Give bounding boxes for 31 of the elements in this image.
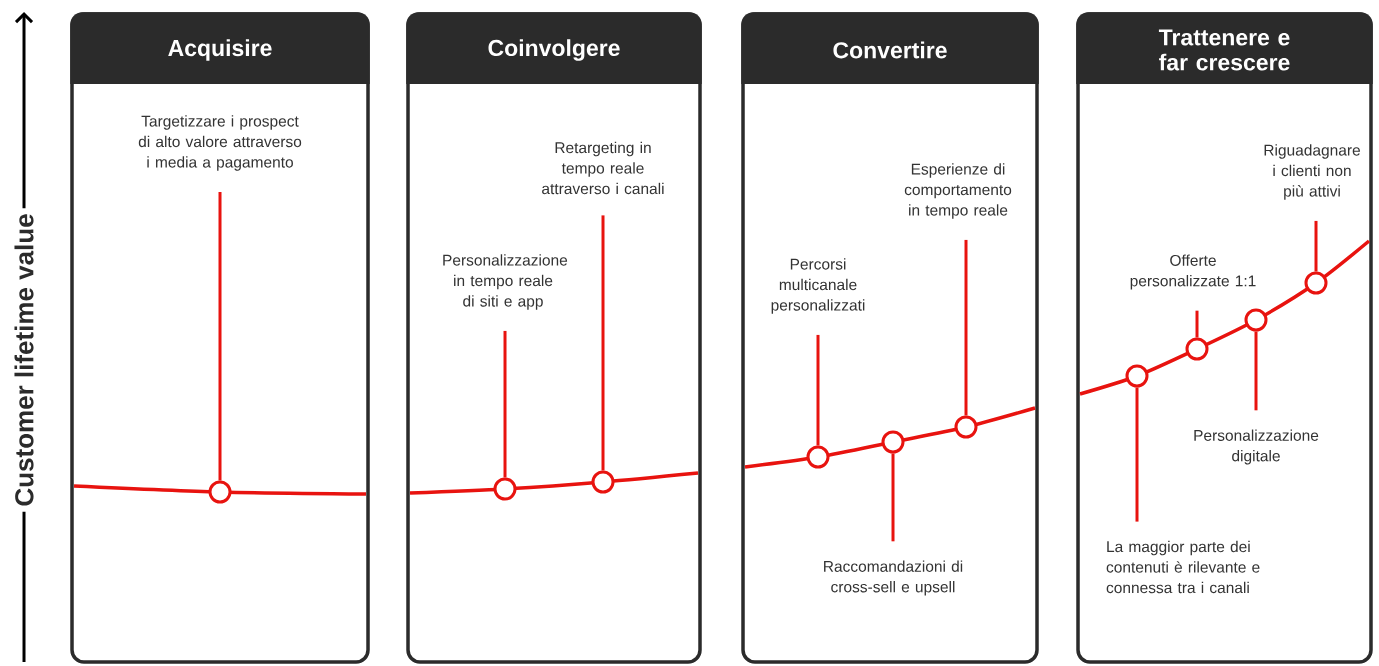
- leader-line: [1314, 220, 1318, 272]
- leader-line: [816, 334, 820, 446]
- callout-text: Riguadagnare i clienti non più attivi: [1264, 144, 1360, 200]
- milestone-circle: [1304, 271, 1328, 295]
- milestone-circle: [881, 430, 905, 454]
- milestone-circle: [591, 470, 615, 494]
- axis-label: Customer lifetime value: [9, 208, 39, 512]
- milestone-circle: [493, 477, 517, 501]
- callout-text: Percorsi multicanale personalizzati: [771, 258, 865, 314]
- milestone-circle: [1185, 337, 1209, 361]
- callout-text: Personalizzazione digitale: [1194, 429, 1319, 465]
- leader-line: [218, 191, 222, 481]
- leader-line: [601, 215, 605, 471]
- milestone-circle: [1244, 308, 1268, 332]
- leader-line: [1254, 331, 1258, 411]
- callout-text: Esperienze di comportamento in tempo reale: [904, 163, 1012, 219]
- milestone-circle: [208, 480, 232, 504]
- callout-text: Raccomandazioni di cross-sell e upsell: [824, 560, 963, 596]
- leader-line: [503, 330, 507, 478]
- callout-text: Offerte personalizzate 1:1: [1130, 254, 1256, 290]
- callout-text: Retargeting in tempo reale attraverso i canali: [542, 141, 664, 195]
- callout-text: La maggior parte dei contenuti è rilevante e connessa tra i canali: [1106, 540, 1260, 594]
- leader-line: [1135, 387, 1139, 522]
- callout-text: Targetizzare i prospect di alto valore attraverso i media a pagamento: [138, 115, 302, 171]
- callout-text: Personalizzazione in tempo reale di siti e app: [443, 254, 568, 310]
- leader-line: [964, 239, 968, 416]
- milestone-circle: [1125, 364, 1149, 388]
- milestone-circle: [806, 445, 830, 469]
- leader-line: [1195, 310, 1199, 338]
- leader-line: [891, 453, 895, 542]
- milestone-circle: [954, 415, 978, 439]
